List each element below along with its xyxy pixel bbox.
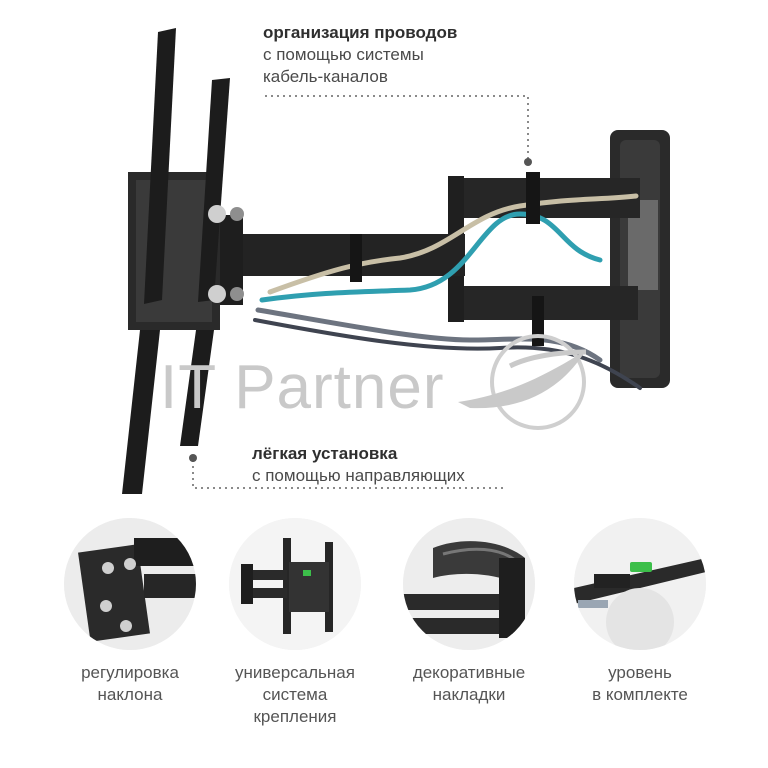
product-hero: IT Partner организация проводов с помощь… (122, 22, 670, 494)
feature-label: уровень в комплекте (592, 663, 688, 704)
callout-title: лёгкая установка (252, 444, 398, 463)
tv-mount-illustration (122, 28, 670, 494)
swoosh-logo-icon (458, 334, 587, 430)
feature-tilt: регулировка наклона (45, 518, 215, 706)
feature-label: декоративные накладки (412, 663, 526, 704)
feature-list: регулировка наклона универсальная систем… (0, 518, 768, 768)
bottom-leader-dot (189, 454, 197, 462)
cable-management-callout: организация проводов с помощью системы к… (263, 22, 457, 88)
tilt-adjust-icon (64, 518, 196, 650)
top-leader-dot (524, 158, 532, 166)
feature-label: регулировка наклона (81, 663, 179, 704)
easy-install-callout: лёгкая установка с помощью направляющих (252, 443, 465, 487)
feature-decor: декоративные накладки (384, 518, 554, 706)
wall-plate (610, 130, 670, 388)
callout-line: с помощью направляющих (252, 466, 465, 485)
cable-clips (350, 172, 544, 346)
bottom-callout-leader (192, 460, 505, 489)
universal-mount-icon (229, 518, 361, 650)
level-icon (574, 518, 706, 650)
callout-line: кабель-каналов (263, 67, 388, 86)
top-callout-leader (265, 95, 529, 160)
feature-level: уровень в комплекте (555, 518, 725, 706)
decor-cover-icon (403, 518, 535, 650)
feature-label: универсальная система крепления (235, 663, 355, 726)
callout-line: с помощью системы (263, 45, 424, 64)
watermark-text: IT Partner (160, 353, 445, 422)
callout-title: организация проводов (263, 23, 458, 42)
vesa-bracket (122, 28, 244, 494)
feature-universal: универсальная система крепления (210, 518, 380, 728)
